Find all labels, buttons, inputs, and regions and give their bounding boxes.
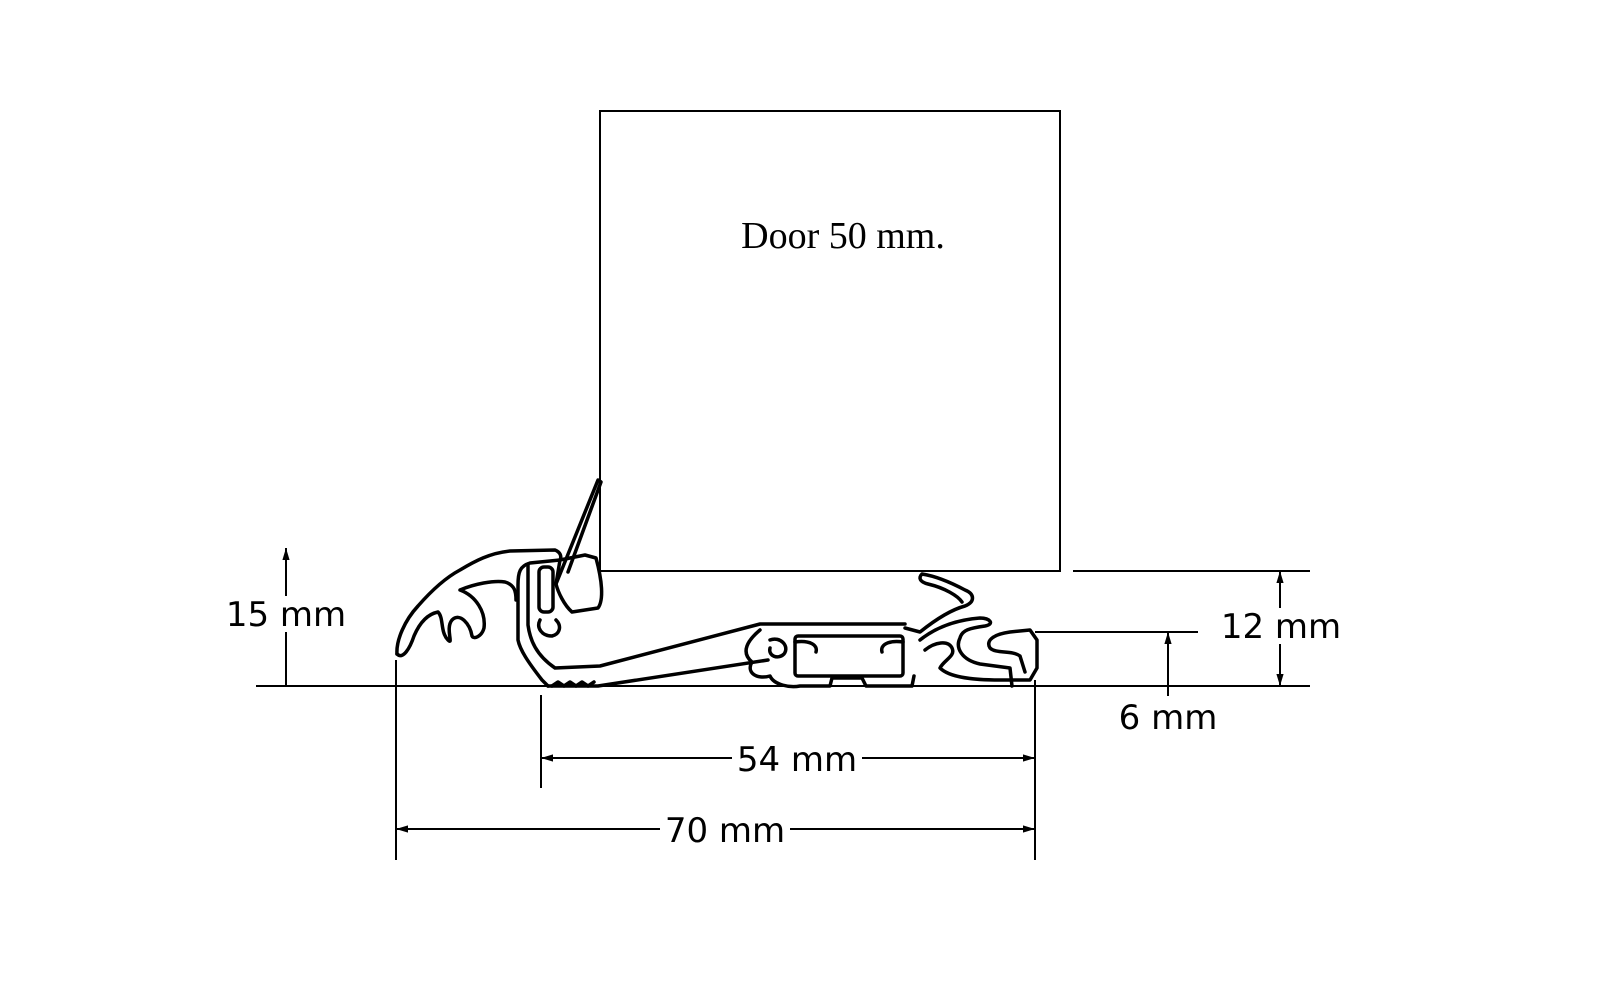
dim-54mm-label: 54 mm	[737, 740, 857, 780]
door-rectangle	[599, 110, 1061, 572]
dim-6mm-label: 6 mm	[1119, 698, 1218, 738]
dim-70mm-label: 70 mm	[665, 811, 785, 851]
dim-12mm-label: 12 mm	[1221, 607, 1341, 647]
door-label: Door 50 mm.	[741, 215, 945, 257]
dim-15mm-label: 15 mm	[226, 595, 346, 635]
threshold-profile	[395, 478, 1039, 689]
